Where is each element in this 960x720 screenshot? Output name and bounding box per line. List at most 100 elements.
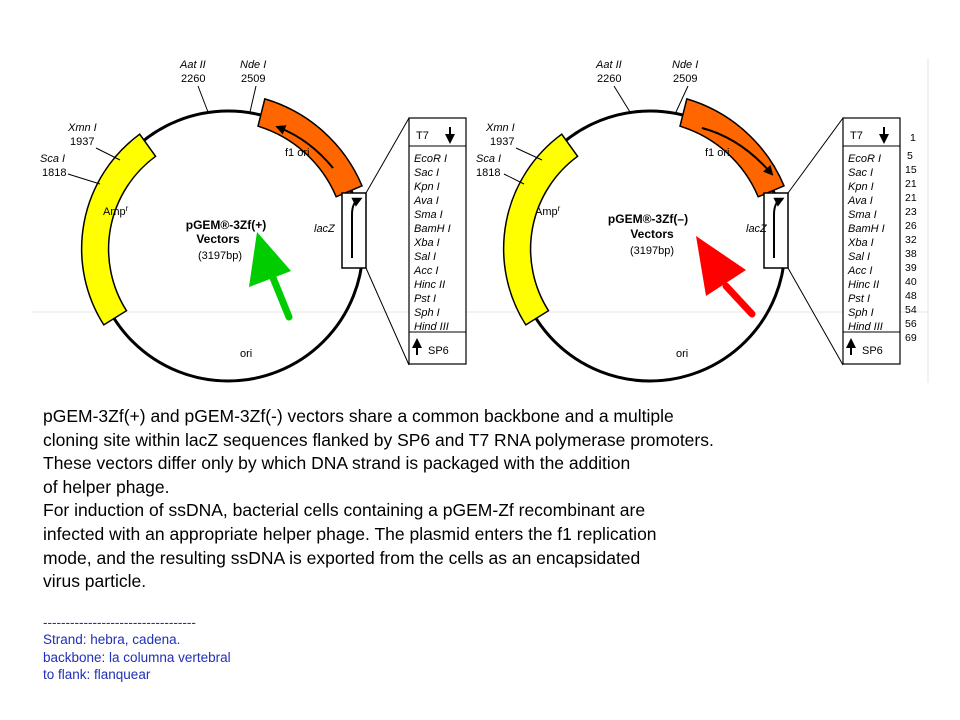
- site-label-xmni: Xmn I: [67, 122, 97, 134]
- enzyme-avai: Ava I: [413, 195, 439, 207]
- glossary-entry: backbone: la columna vertebral: [43, 649, 231, 665]
- site-tick: [675, 85, 689, 113]
- mcs-position: 5: [907, 150, 913, 162]
- caption-line: virus particle.: [43, 571, 147, 592]
- enzyme-hincii: Hinc II: [848, 279, 879, 291]
- site-tick: [515, 147, 543, 161]
- glossary: ---------------------------------- Stran…: [43, 614, 643, 683]
- site-tick: [249, 85, 257, 113]
- plasmid-subtitle: Vectors: [196, 232, 240, 246]
- site-pos-aatii: 2260: [597, 73, 621, 85]
- enzyme-sali: Sal I: [848, 251, 870, 263]
- site-tick: [197, 85, 209, 113]
- enzyme-acci: Acc I: [847, 265, 872, 277]
- site-label-scai: Sca I: [476, 153, 501, 165]
- mcs-connector-line: [787, 267, 844, 366]
- site-label-ndei: Nde I: [672, 59, 698, 71]
- f1-ori-band: [679, 97, 785, 198]
- t7-promoter-label: T7: [416, 130, 429, 142]
- enzyme-avai: Ava I: [847, 195, 873, 207]
- enzyme-psti: Pst I: [848, 293, 870, 305]
- plasmid-map-right: Aat II 2260 Nde I 2509 Xmn I 1937 Sca I …: [476, 59, 920, 383]
- site-pos-scai: 1818: [476, 167, 500, 179]
- f1-ori-label: f1 ori: [705, 147, 729, 159]
- mcs-position: 1: [910, 132, 916, 144]
- mcs-position-list: 1 5 15 21 21 23 26 32 38 39 40 48 54 56 …: [905, 132, 920, 344]
- site-pos-ndei: 2509: [673, 73, 697, 85]
- plasmid-title: pGEM®-3Zf(–): [608, 212, 688, 226]
- enzyme-kpni: Kpn I: [414, 181, 440, 193]
- mcs-position: 21: [905, 178, 917, 190]
- glossary-separator: ----------------------------------: [43, 615, 196, 630]
- caption-line: pGEM-3Zf(+) and pGEM-3Zf(-) vectors shar…: [43, 406, 674, 426]
- mcs-box-right: T7 SP6 EcoR I Sac I Kpn I Ava I Sma I Ba…: [842, 117, 920, 365]
- plasmid-title: pGEM®-3Zf(+): [186, 218, 267, 232]
- site-tick: [95, 147, 121, 161]
- mcs-connector-line: [787, 117, 844, 194]
- site-label-xmni: Xmn I: [485, 122, 515, 134]
- plasmid-size: (3197bp): [630, 245, 674, 257]
- enzyme-sphi: Sph I: [848, 307, 874, 319]
- ori-label: ori: [240, 348, 252, 360]
- plasmid-subtitle: Vectors: [630, 227, 674, 241]
- site-label-ndei: Nde I: [240, 59, 266, 71]
- amp-label: Ampr: [103, 204, 129, 218]
- f1-ori-direction-arrow: [701, 127, 774, 176]
- mcs-position: 26: [905, 220, 917, 232]
- glossary-entry: to flank: flanquear: [43, 666, 151, 682]
- t7-promoter-label: T7: [850, 130, 863, 142]
- enzyme-smai: Sma I: [414, 209, 443, 221]
- plasmid-size: (3197bp): [198, 250, 242, 262]
- amp-resistance-band: [80, 133, 157, 326]
- mcs-connector-line: [365, 267, 410, 366]
- mcs-position: 15: [905, 164, 917, 176]
- mcs-box-left: T7 SP6 EcoR I Sac I Kpn I Ava I Sma I Ba…: [408, 117, 467, 365]
- mcs-enzyme-list: EcoR I Sac I Kpn I Ava I Sma I BamH I Xb…: [413, 153, 454, 333]
- caption-line: of helper phage.: [43, 476, 170, 497]
- site-pos-xmni: 1937: [490, 136, 514, 148]
- mcs-position: 69: [905, 332, 917, 344]
- site-label-scai: Sca I: [40, 153, 65, 165]
- enzyme-bamhi: BamH I: [848, 223, 885, 235]
- mcs-position: 39: [905, 262, 917, 274]
- sp6-promoter-label: SP6: [862, 345, 883, 357]
- site-pos-scai: 1818: [42, 167, 66, 179]
- f1-ori-direction-arrow: [275, 125, 334, 169]
- red-pointer-arrow: [696, 236, 756, 318]
- mcs-position: 56: [905, 318, 917, 330]
- enzyme-sali: Sal I: [414, 251, 436, 263]
- enzyme-acci: Acc I: [413, 265, 438, 277]
- site-tick: [613, 85, 631, 113]
- sp6-promoter-label: SP6: [428, 345, 449, 357]
- glossary-entry: Strand: hebra, cadena.: [43, 632, 181, 648]
- amp-label: Ampr: [535, 204, 561, 218]
- enzyme-kpni: Kpn I: [848, 181, 874, 193]
- caption-line: cloning site within lacZ sequences flank…: [43, 429, 714, 450]
- site-pos-ndei: 2509: [241, 73, 265, 85]
- enzyme-hindiii: Hind III: [848, 321, 883, 333]
- mcs-connector-line: [365, 117, 410, 194]
- enzyme-hincii: Hinc II: [414, 279, 445, 291]
- enzyme-hindiii: Hind III: [414, 321, 449, 333]
- ori-label: ori: [676, 348, 688, 360]
- enzyme-saci: Sac I: [414, 167, 439, 179]
- enzyme-smai: Sma I: [848, 209, 877, 221]
- caption-line: For induction of ssDNA, bacterial cells …: [43, 500, 646, 521]
- lacz-label: lacZ: [746, 223, 768, 235]
- amp-resistance-band: [502, 133, 579, 326]
- enzyme-xbai: Xba I: [413, 237, 440, 249]
- mcs-position: 21: [905, 192, 917, 204]
- site-pos-aatii: 2260: [181, 73, 205, 85]
- caption-line: mode, and the resulting ssDNA is exporte…: [43, 547, 641, 568]
- mcs-position: 48: [905, 290, 917, 302]
- enzyme-ecori: EcoR I: [848, 153, 881, 165]
- plasmid-maps-svg: Aat II 2260 Nde I 2509 Xmn I 1937 Sca I …: [32, 58, 929, 383]
- site-label-aatii: Aat II: [595, 59, 622, 71]
- enzyme-saci: Sac I: [848, 167, 873, 179]
- enzyme-bamhi: BamH I: [414, 223, 451, 235]
- site-tick: [503, 173, 525, 185]
- caption-text: pGEM-3Zf(+) and pGEM-3Zf(-) vectors shar…: [43, 405, 943, 594]
- mcs-enzyme-list: EcoR I Sac I Kpn I Ava I Sma I BamH I Xb…: [847, 153, 888, 333]
- mcs-position: 54: [905, 304, 917, 316]
- lacz-direction-arrow: [773, 197, 785, 258]
